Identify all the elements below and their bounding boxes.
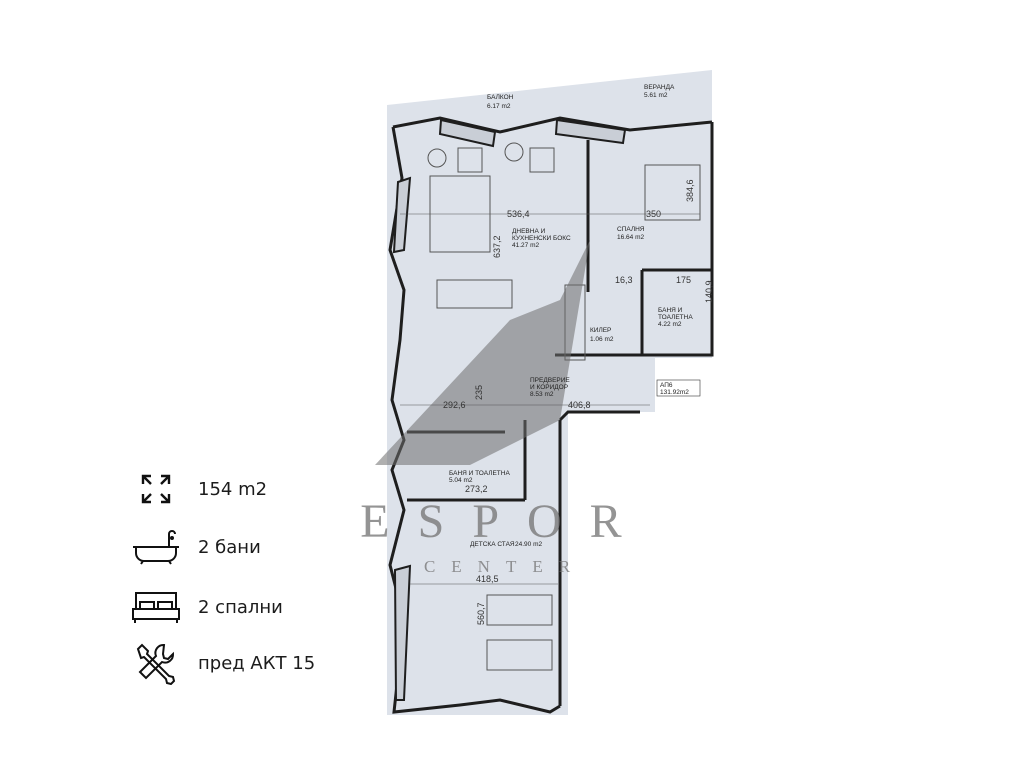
room-name: КУХНЕНСКИ БОКС [512,235,571,242]
window-frames [392,118,627,701]
room-name: БАНЯ И [658,307,683,314]
room-name: БАНЯ И ТОАЛЕТНА [449,470,510,477]
room-labels: БАЛКОН 6.17 m2 ВЕРАНДА 5.61 m2 ДНЕВНА И … [449,84,701,548]
expand-arrows-icon [128,469,184,509]
room-name: СПАЛНЯ [617,226,645,233]
room-area: 8.53 m2 [530,391,554,398]
room-name: ПРЕДВЕРИЕ [530,377,570,384]
watermark: ESPOR CENTER [360,240,649,576]
watermark-main: ESPOR [360,495,649,548]
watermark-sub: CENTER [424,557,586,576]
room-area: 24.90 m2 [515,541,542,548]
room-area: 5.61 m2 [644,92,668,99]
dimension-label: 560,7 [476,602,486,625]
room-name: ДНЕВНА И [512,228,546,235]
feature-label: пред АКТ 15 [198,652,316,674]
walls [388,116,714,714]
feature-status: пред АКТ 15 [128,643,316,685]
room-area: 1.06 m2 [590,336,614,343]
room-name: ВЕРАНДА [644,84,675,91]
room-name: ТОАЛЕТНА [658,314,693,321]
tools-icon [128,643,184,685]
bed-icon [128,587,184,627]
dimension-label: 175 [676,275,691,285]
dimension-label: 406,8 [568,400,591,410]
feature-label: 2 бани [198,536,261,558]
room-area: 16.64 m2 [617,234,644,241]
room-area: 41.27 m2 [512,242,539,249]
room-name: КИЛЕР [590,327,611,334]
dimension-label: 235 [474,385,484,400]
room-area: 5.04 m2 [449,477,473,484]
feature-label: 154 m2 [198,478,268,500]
feature-area: 154 m2 [128,469,267,509]
apartment-name: АП6 [660,382,673,389]
dimension-label: 140,9 [704,280,714,303]
feature-bathrooms: 2 бани [128,527,261,567]
dimensions: 536,4 350 384,6 637,2 16,3 175 140,9 292… [400,179,714,625]
dimension-label: 350 [646,209,661,219]
room-name: БАЛКОН [487,94,514,101]
room-area: 6.17 m2 [487,103,511,110]
feature-label: 2 спални [198,596,283,618]
dimension-label: 384,6 [685,179,695,202]
room-name: И КОРИДОР [530,384,568,391]
dimension-label: 637,2 [492,235,502,258]
room-area: 4.22 m2 [658,321,682,328]
dimension-label: 292,6 [443,400,466,410]
bathtub-icon [128,527,184,567]
dimension-label: 16,3 [615,275,633,285]
feature-bedrooms: 2 спални [128,587,283,627]
apartment-area: 131.92m2 [660,389,689,396]
room-name: ДЕТСКА СТАЯ [470,541,515,548]
dimension-label: 536,4 [507,209,530,219]
dimension-label: 273,2 [465,484,488,494]
dimension-label: 418,5 [476,574,499,584]
